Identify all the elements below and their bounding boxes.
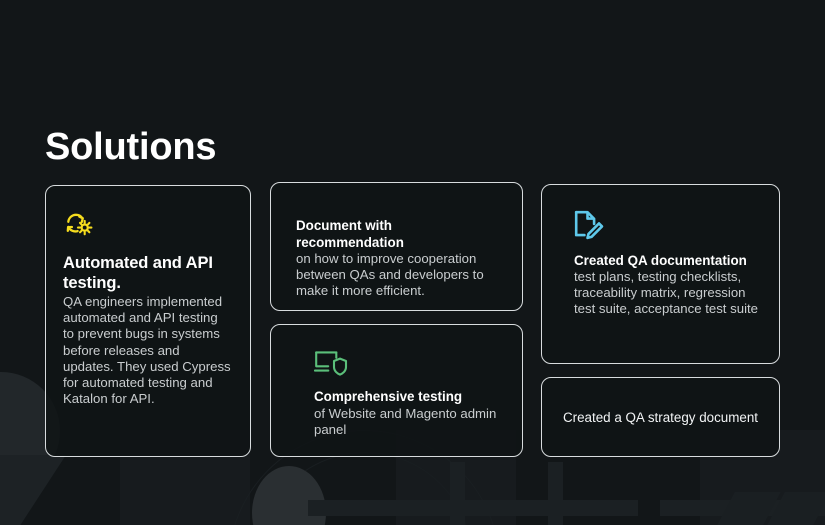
document-edit-icon	[574, 210, 759, 242]
solution-card-created-a-qa-strategy-document[interactable]: Created a QA strategy document	[541, 377, 780, 457]
bg-bar-horizontal	[660, 500, 825, 516]
bg-triangle	[0, 455, 66, 525]
card-title: Comprehensive testing	[314, 389, 463, 404]
card-body: test plans, testing checklists, traceabi…	[574, 269, 758, 317]
bg-ring-inner	[258, 452, 472, 525]
page-title: Solutions	[45, 126, 217, 169]
card-body: of Website and Magento admin panel	[314, 406, 497, 438]
card-title: Automated and API testing.	[63, 254, 213, 292]
card-body: on how to improve cooperation between QA…	[296, 251, 484, 299]
bg-hatch	[767, 492, 825, 525]
solution-card-automated-and-api-testing[interactable]: Automated and API testing. QA engineers …	[45, 185, 251, 457]
solution-card-comprehensive-testing[interactable]: Comprehensive testing of Website and Mag…	[270, 324, 523, 457]
solution-card-created-qa-documentation[interactable]: Created QA documentation test plans, tes…	[541, 184, 780, 364]
card-title: Created a QA strategy document	[562, 409, 758, 425]
card-title: Created QA documentation	[574, 253, 747, 268]
solution-card-document-with-recommendation[interactable]: Document with recommendation on how to i…	[270, 182, 523, 311]
card-title: Document with recommendation	[296, 218, 404, 250]
card-body: QA engineers implemented automated and A…	[63, 294, 231, 407]
refresh-gear-icon	[63, 210, 232, 240]
bg-oval	[252, 466, 326, 525]
bg-bar-horizontal	[308, 500, 638, 516]
bg-hatch	[717, 492, 781, 525]
bg-bar-vertical	[548, 462, 563, 525]
bg-bar-vertical	[450, 462, 465, 525]
monitor-shield-icon	[313, 349, 500, 377]
